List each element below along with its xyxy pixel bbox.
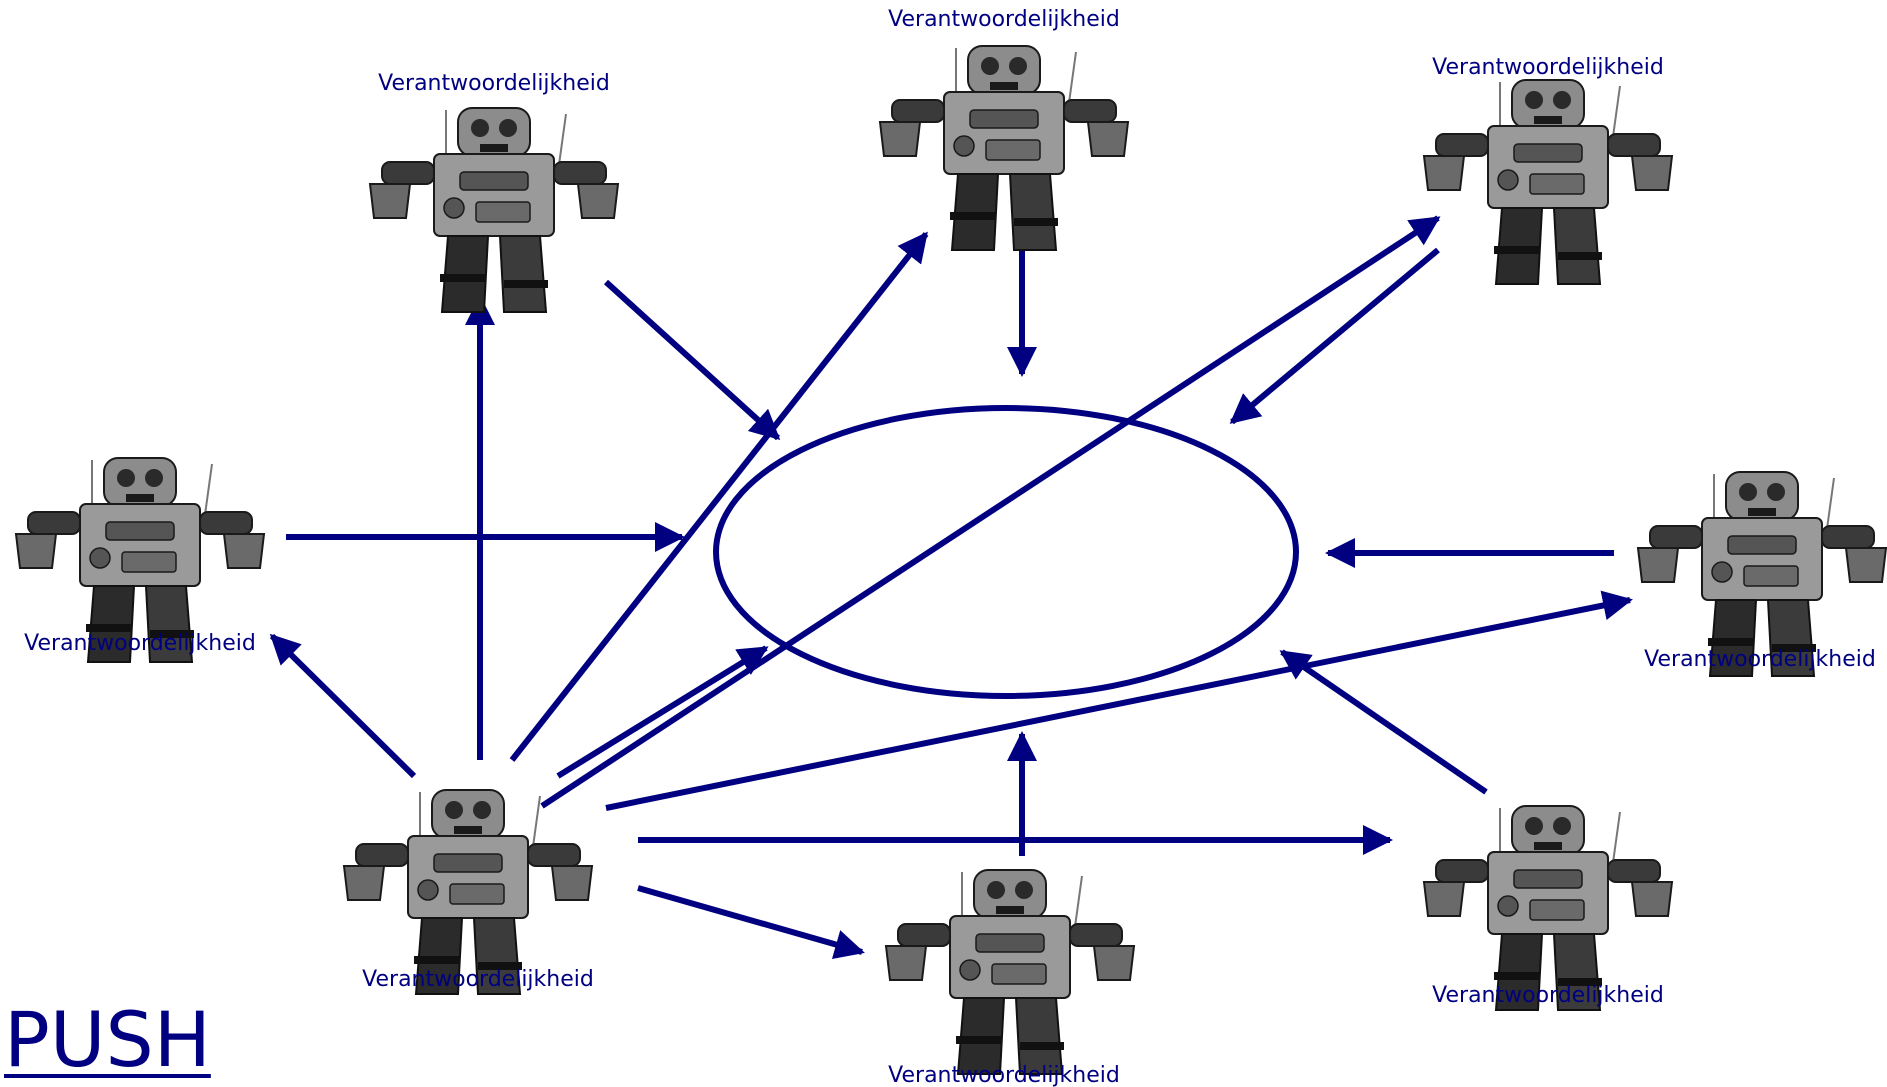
robot-image xyxy=(885,869,1135,1075)
arrow-bottom-left-to-top-right xyxy=(540,215,1441,809)
arrow-bottom-left-to-ellipse xyxy=(556,645,769,779)
robot-label: Verantwoordelijkheid xyxy=(1644,647,1876,672)
robot-label: Verantwoordelijkheid xyxy=(378,71,610,96)
robot-bottom-center: Verantwoordelijkheid xyxy=(885,869,1135,1087)
robot-label: Verantwoordelijkheid xyxy=(24,631,256,656)
robot-left: Verantwoordelijkheid xyxy=(15,457,265,663)
robot-top-right: Verantwoordelijkheid xyxy=(1423,55,1673,285)
robot-label: Verantwoordelijkheid xyxy=(362,967,594,992)
arrow-bottom-left-to-top-center xyxy=(509,231,929,762)
robot-image xyxy=(343,789,593,995)
robot-right: Verantwoordelijkheid xyxy=(1637,471,1887,677)
robot-image xyxy=(1423,79,1673,285)
robot-label: Verantwoordelijkheid xyxy=(1432,983,1664,1008)
robot-label: Verantwoordelijkheid xyxy=(888,1063,1120,1087)
robot-bottom-left: Verantwoordelijkheid xyxy=(343,789,594,995)
robot-image xyxy=(1423,805,1673,1011)
robot-image xyxy=(369,107,619,313)
robot-label: Verantwoordelijkheid xyxy=(888,7,1120,32)
robot-top-left: Verantwoordelijkheid xyxy=(369,71,619,313)
robot-label: Verantwoordelijkheid xyxy=(1432,55,1664,80)
arrow-bottom-left-to-right xyxy=(605,590,1633,811)
robot-top-center: Verantwoordelijkheid xyxy=(879,7,1129,251)
robot-image xyxy=(879,45,1129,251)
arrow-bottom-left-to-left xyxy=(269,633,417,779)
robot-image xyxy=(1637,471,1887,677)
push-caption: PUSH xyxy=(4,995,211,1084)
arrow-top-left-to-ellipse xyxy=(603,279,781,441)
arrow-bottom-right-to-ellipse xyxy=(1279,649,1488,795)
arrow-top-right-to-ellipse xyxy=(1229,247,1440,425)
robot-bottom-right: Verantwoordelijkheid xyxy=(1423,805,1673,1011)
arrow-bottom-left-to-bottom-center xyxy=(637,885,865,960)
arrows-group xyxy=(269,215,1633,960)
center-ellipse xyxy=(713,405,1299,699)
